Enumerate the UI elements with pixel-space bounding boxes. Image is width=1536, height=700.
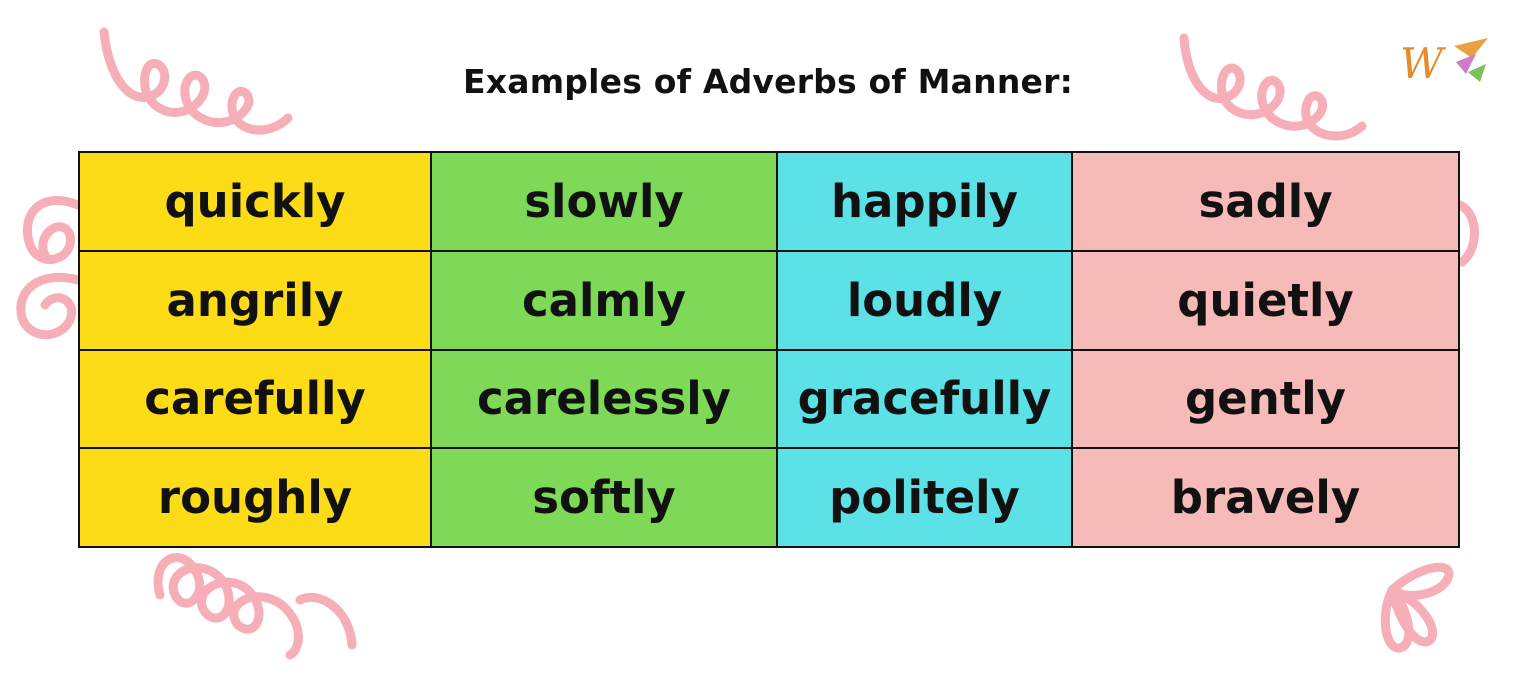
- squiggle-top-right: [1179, 33, 1367, 141]
- table-row: quickly slowly happily sadly: [78, 151, 1460, 252]
- adverb-cell: sadly: [1071, 151, 1460, 252]
- squiggle-left: [16, 196, 83, 340]
- adverb-cell: carefully: [78, 348, 432, 450]
- squiggle-right: [1455, 200, 1479, 267]
- adverb-cell: calmly: [430, 249, 778, 351]
- adverb-cell: quickly: [78, 151, 432, 252]
- adverb-cell: angrily: [78, 249, 432, 351]
- adverb-cell: carelessly: [430, 348, 778, 450]
- adverb-cell: gracefully: [776, 348, 1073, 450]
- adverb-cell: gently: [1071, 348, 1460, 450]
- adverb-cell: roughly: [78, 447, 432, 548]
- adverb-cell: politely: [776, 447, 1073, 548]
- page-title: Examples of Adverbs of Manner:: [463, 62, 1073, 101]
- table-row: carefully carelessly gracefully gently: [78, 348, 1460, 450]
- squiggle-top-left: [99, 27, 293, 135]
- squiggle-bottom-right: [1380, 562, 1454, 653]
- adverb-cell: quietly: [1071, 249, 1460, 351]
- adverb-cell: happily: [776, 151, 1073, 252]
- adverb-cell: softly: [430, 447, 778, 548]
- adverb-cell: loudly: [776, 249, 1073, 351]
- table-row: roughly softly politely bravely: [78, 447, 1460, 548]
- table-row: angrily calmly loudly quietly: [78, 249, 1460, 351]
- adverb-cell: bravely: [1071, 447, 1460, 548]
- adverbs-table: quickly slowly happily sadly angrily cal…: [78, 151, 1460, 548]
- svg-text:W: W: [1400, 39, 1447, 88]
- w-logo-icon: W: [1400, 38, 1488, 88]
- squiggle-bottom-left: [153, 553, 357, 660]
- adverb-cell: slowly: [430, 151, 778, 252]
